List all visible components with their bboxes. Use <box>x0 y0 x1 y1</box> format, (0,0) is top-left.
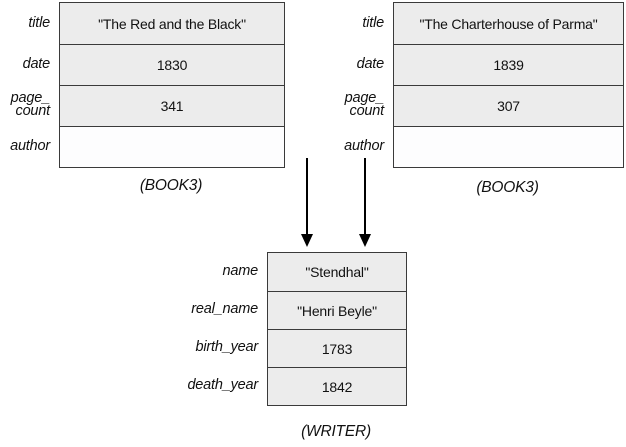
field-label-real-name: real_name <box>191 301 258 317</box>
field-label-page-count: page_ count <box>295 84 393 125</box>
left-book-author-pointer-arrow <box>301 158 313 247</box>
book3-right-caption: (BOOK3) <box>476 179 539 196</box>
field-label-name: name <box>222 263 259 279</box>
field-label-author: author <box>10 137 50 154</box>
field-value-author <box>60 126 284 167</box>
field-value-page-count: 307 <box>394 85 623 126</box>
book3-left-field-labels: title date page_ count author <box>0 2 59 168</box>
writer-box: "Stendhal" "Henri Beyle" 1783 1842 <box>267 252 407 406</box>
field-label-title: title <box>362 14 384 31</box>
writer-record: name real_name birth_year death_year "St… <box>150 252 407 406</box>
field-label-page-count-line2: count <box>15 102 51 119</box>
field-label-birth-year: birth_year <box>195 339 259 355</box>
field-value-page-count: 341 <box>60 85 284 126</box>
field-label-page-count: page_ count <box>0 84 59 125</box>
field-value-name: "Stendhal" <box>268 253 406 291</box>
arrow-shaft <box>306 158 308 235</box>
book3-left-record: title date page_ count author "The Red a… <box>0 2 285 168</box>
field-value-date: 1839 <box>394 44 623 85</box>
field-value-real-name: "Henri Beyle" <box>268 291 406 329</box>
field-label-date: date <box>22 55 51 72</box>
book3-right-record: title date page_ count author "The Chart… <box>295 2 624 168</box>
field-value-date: 1830 <box>60 44 284 85</box>
field-value-death-year: 1842 <box>268 367 406 405</box>
field-label-page-count-line1: page_ <box>10 89 51 106</box>
book3-left-caption: (BOOK3) <box>139 177 203 194</box>
book3-right-field-labels: title date page_ count author <box>295 2 393 168</box>
book3-right-box: "The Charterhouse of Parma" 1839 307 <box>393 2 624 168</box>
field-label-death-year: death_year <box>187 377 258 393</box>
field-value-title: "The Red and the Black" <box>60 3 284 44</box>
book3-left-box: "The Red and the Black" 1830 341 <box>59 2 285 168</box>
writer-caption: (WRITER) <box>301 423 371 440</box>
arrow-shaft <box>364 158 366 235</box>
field-value-title: "The Charterhouse of Parma" <box>394 3 623 44</box>
arrow-down-icon <box>301 234 313 247</box>
field-label-page-count-line1: page_ <box>344 89 385 106</box>
field-label-author: author <box>344 137 384 154</box>
writer-field-labels: name real_name birth_year death_year <box>150 252 267 406</box>
arrow-down-icon <box>359 234 371 247</box>
field-label-date: date <box>356 55 385 72</box>
field-value-author <box>394 126 623 167</box>
field-label-page-count-line2: count <box>349 102 385 119</box>
field-value-birth-year: 1783 <box>268 329 406 367</box>
field-label-title: title <box>28 14 50 31</box>
right-book-author-pointer-arrow <box>359 158 371 247</box>
